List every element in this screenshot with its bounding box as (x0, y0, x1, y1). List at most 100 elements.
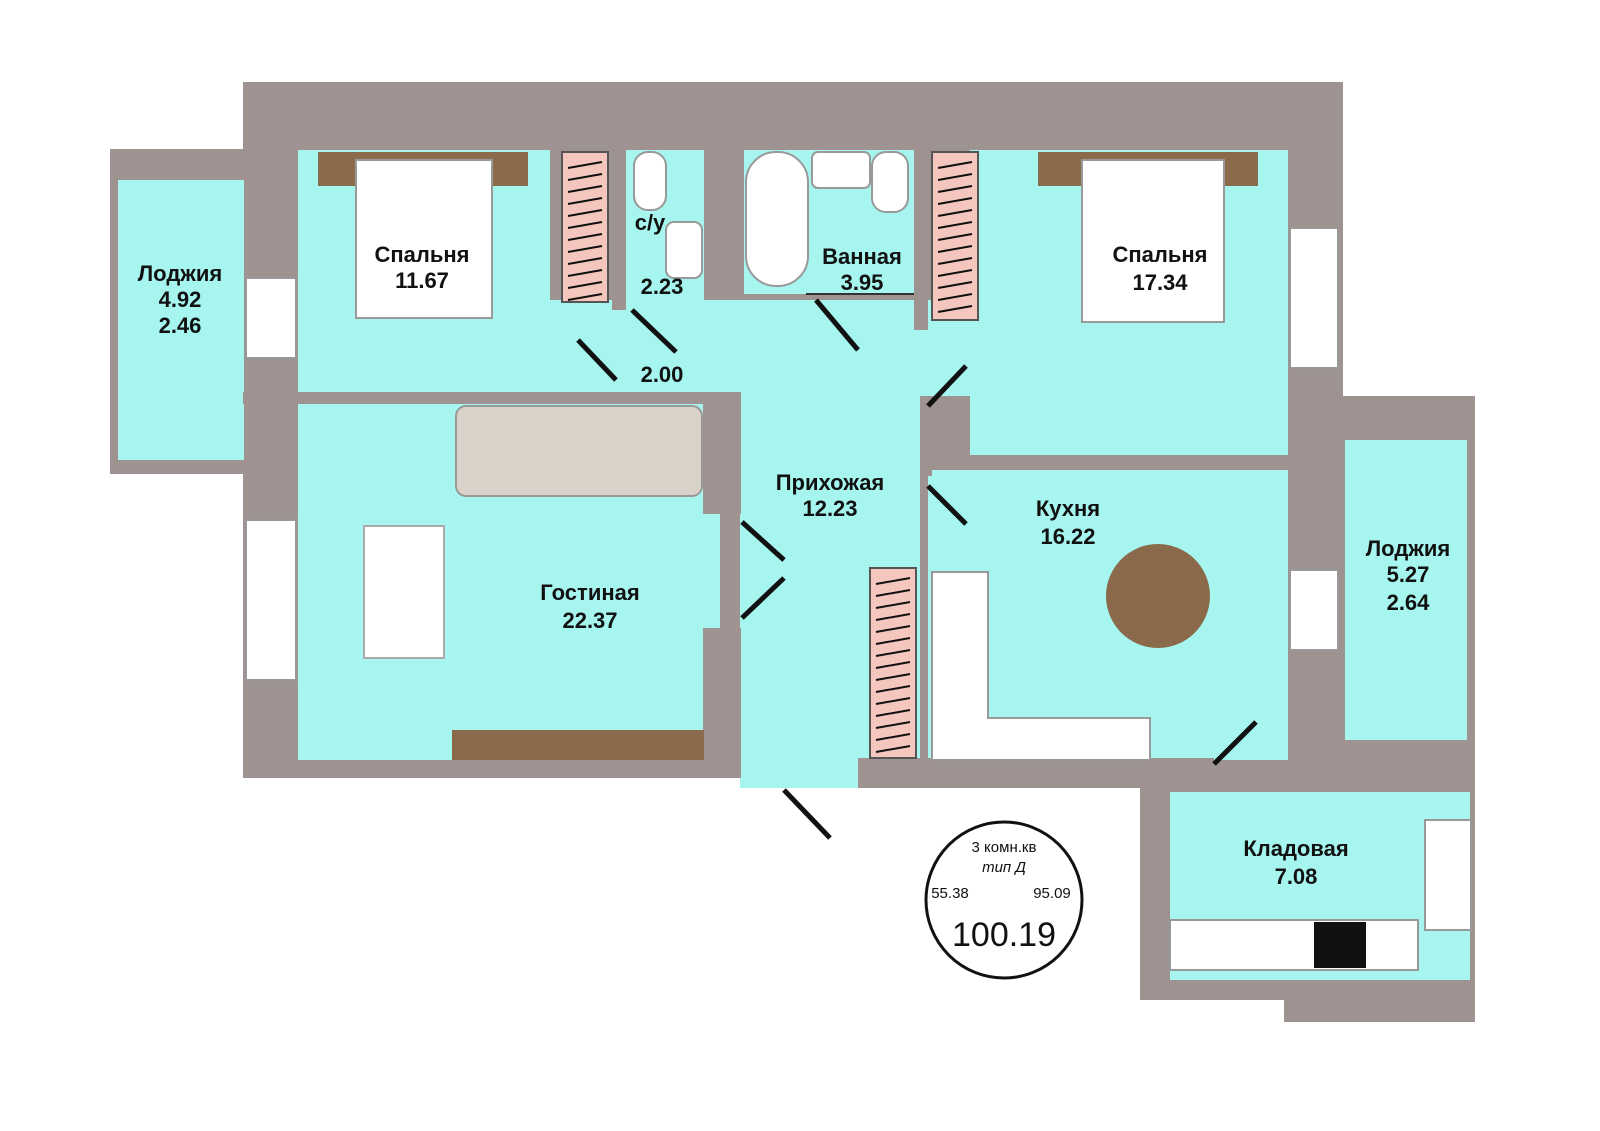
total-area: 100.19 (952, 916, 1056, 954)
apartment-type: 3 комн.кв (972, 839, 1037, 856)
window (245, 277, 297, 359)
hanger-mark (937, 221, 973, 229)
hanger-mark (875, 733, 911, 741)
bed (355, 159, 493, 319)
bathroom-name: Ванная (822, 244, 902, 269)
hanger-mark (937, 257, 973, 265)
living-furniture (363, 405, 704, 760)
bathroom-fixtures (633, 151, 914, 295)
hanger-mark (875, 601, 911, 609)
dining-table (363, 525, 445, 659)
window (1289, 569, 1339, 651)
hanger-mark (937, 233, 973, 241)
hanger-mark (875, 697, 911, 705)
loggia-left-floor (118, 180, 244, 460)
bathtub (745, 151, 809, 287)
living-room-name: Гостиная (540, 580, 639, 605)
window (1424, 819, 1472, 931)
hanger-mark (567, 185, 603, 193)
kitchen-name: Кухня (1036, 496, 1100, 521)
loggia-right-name: Лоджия (1366, 536, 1451, 561)
loggia-left-name: Лоджия (138, 261, 223, 286)
hanger-mark (875, 673, 911, 681)
hanger-mark (567, 281, 603, 289)
hanger-mark (567, 221, 603, 229)
storage-area: 7.08 (1275, 864, 1318, 889)
hanger-mark (567, 197, 603, 205)
hanger-mark (875, 745, 911, 753)
window (1289, 227, 1339, 369)
hanger-mark (937, 185, 973, 193)
interior-walls (243, 150, 1290, 788)
loggia-left-area: 4.92 (159, 287, 202, 312)
hanger-mark (567, 233, 603, 241)
windows (245, 227, 1472, 931)
hanger-mark (937, 269, 973, 277)
hanger-mark (567, 161, 603, 169)
bathroom-area: 3.95 (841, 270, 884, 295)
window (245, 519, 297, 681)
toilet (633, 151, 667, 211)
hanger-mark (937, 173, 973, 181)
bedroom-1-name: Спальня (374, 242, 469, 267)
wc-area: 2.23 (641, 274, 684, 299)
hanger-mark (875, 625, 911, 633)
sofa (455, 405, 703, 497)
summary-circle (924, 820, 1084, 980)
loggia-right-area: 5.27 (1387, 562, 1430, 587)
doors (576, 298, 1258, 840)
hanger-mark (567, 209, 603, 217)
cooktop (1314, 922, 1366, 968)
apartment-subtype: тип Д (982, 859, 1026, 876)
wardrobes (561, 151, 979, 759)
hanger-mark (875, 649, 911, 657)
kitchen-furniture (931, 544, 1419, 971)
hanger-mark (937, 209, 973, 217)
closet-area: 2.00 (641, 362, 684, 387)
hanger-mark (937, 281, 973, 289)
kitchen-counter (931, 571, 1151, 761)
toilet (871, 151, 909, 213)
kitchen-area: 16.22 (1040, 524, 1095, 549)
hanger-mark (937, 305, 973, 313)
hallway-name: Прихожая (776, 470, 885, 495)
room-labels: Лоджия 4.92 2.46 Спальня 11.67 с/у 2.23 … (138, 210, 1451, 889)
hanger-mark (567, 245, 603, 253)
summary-badge: 3 комн.кв тип Д 55.38 95.09 100.19 (924, 820, 1084, 980)
loggia-left-area2: 2.46 (159, 313, 202, 338)
living-room-area: 22.37 (562, 608, 617, 633)
bedroom-2-area: 17.34 (1132, 270, 1188, 295)
hanger-mark (875, 661, 911, 669)
storage-name: Кладовая (1243, 836, 1348, 861)
sink (811, 151, 871, 189)
wc-name: с/у (635, 210, 666, 235)
hanger-mark (937, 161, 973, 169)
hanger-mark (937, 197, 973, 205)
sink (665, 221, 703, 279)
wardrobe (869, 567, 917, 759)
hanger-mark (875, 589, 911, 597)
hanger-mark (567, 269, 603, 277)
loggia-right-area2: 2.64 (1387, 590, 1431, 615)
loggia-right-floor (1345, 440, 1467, 740)
bedroom-2-name: Спальня (1112, 242, 1207, 267)
hanger-mark (875, 577, 911, 585)
bedroom-1-area: 11.67 (395, 268, 449, 293)
hanger-mark (875, 721, 911, 729)
hanger-mark (875, 613, 911, 621)
hanger-mark (937, 293, 973, 301)
hanger-mark (875, 637, 911, 645)
beds (318, 152, 1258, 323)
bed (1081, 159, 1225, 323)
hallway-area: 12.23 (802, 496, 857, 521)
hanger-mark (875, 709, 911, 717)
hanger-mark (875, 685, 911, 693)
hanger-mark (567, 257, 603, 265)
hanger-mark (937, 245, 973, 253)
hanger-mark (567, 293, 603, 301)
round-table (1106, 544, 1210, 648)
tv-stand (452, 730, 704, 760)
living-area: 55.38 (931, 885, 969, 902)
hanger-mark (567, 173, 603, 181)
